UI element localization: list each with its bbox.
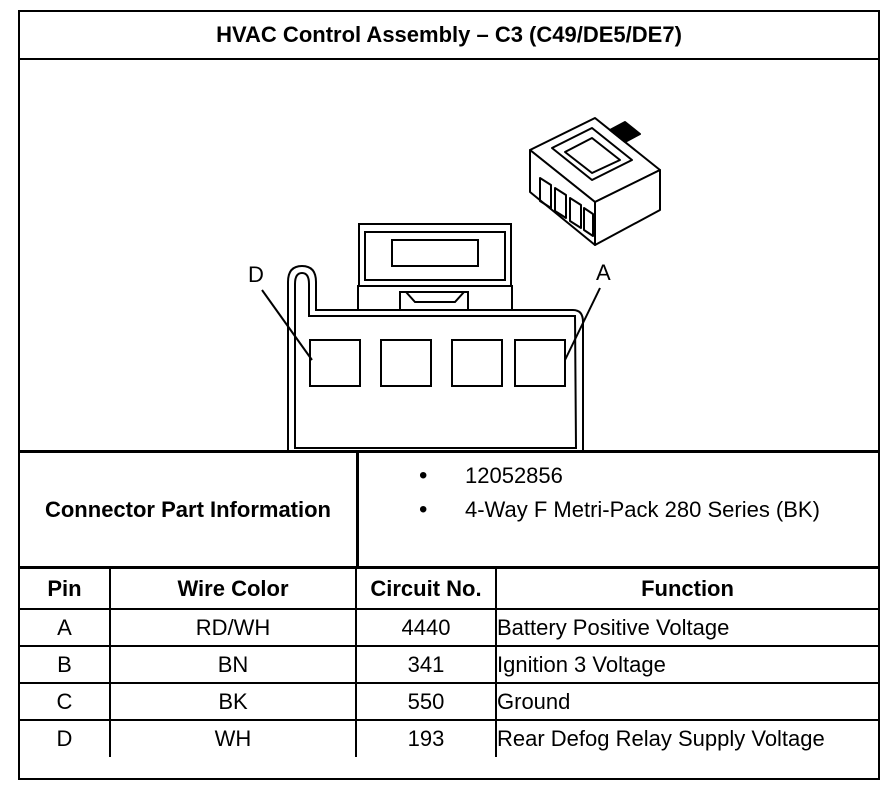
connector-info-list: • 12052856 • 4-Way F Metri-Pack 280 Seri… xyxy=(359,453,878,566)
circuit-cell: 550 xyxy=(355,682,497,721)
table-row: C BK 550 Ground xyxy=(20,682,878,721)
bullet-icon: • xyxy=(419,496,428,523)
function-cell: Ground xyxy=(495,682,878,721)
wire-color-cell: RD/WH xyxy=(109,608,357,647)
pin-table: Pin Wire Color Circuit No. Function A RD… xyxy=(20,569,878,757)
header-circuit: Circuit No. xyxy=(355,569,497,610)
connector-face xyxy=(261,223,601,450)
pin-cell: B xyxy=(20,645,111,684)
page-title: HVAC Control Assembly – C3 (C49/DE5/DE7) xyxy=(20,12,878,60)
table-row: B BN 341 Ignition 3 Voltage xyxy=(20,645,878,684)
part-number: 12052856 xyxy=(465,463,563,488)
table-row: D WH 193 Rear Defog Relay Supply Voltage xyxy=(20,719,878,757)
table-header-row: Pin Wire Color Circuit No. Function xyxy=(20,569,878,610)
header-wire-color: Wire Color xyxy=(109,569,357,610)
pin-cell: D xyxy=(20,719,111,757)
wire-color-cell: BN xyxy=(109,645,357,684)
circuit-cell: 193 xyxy=(355,719,497,757)
circuit-cell: 341 xyxy=(355,645,497,684)
connector-diagram: D A xyxy=(20,60,878,453)
function-cell: Ignition 3 Voltage xyxy=(495,645,878,684)
connector-type: 4-Way F Metri-Pack 280 Series (BK) xyxy=(465,497,820,522)
part-number-item: • 12052856 xyxy=(359,459,878,493)
table-row: A RD/WH 4440 Battery Positive Voltage xyxy=(20,608,878,647)
header-pin: Pin xyxy=(20,569,111,610)
connector-sheet: HVAC Control Assembly – C3 (C49/DE5/DE7) xyxy=(18,10,880,780)
header-function: Function xyxy=(495,569,878,610)
pin-d-label: D xyxy=(248,262,264,287)
function-cell: Battery Positive Voltage xyxy=(495,608,878,647)
connector-type-item: • 4-Way F Metri-Pack 280 Series (BK) xyxy=(359,493,878,527)
connector-3d-sketch xyxy=(529,117,661,246)
wire-color-cell: WH xyxy=(109,719,357,757)
pin-cell: C xyxy=(20,682,111,721)
pin-cell: A xyxy=(20,608,111,647)
pin-a-label: A xyxy=(596,260,611,285)
connector-info-row: Connector Part Information • 12052856 • … xyxy=(20,453,878,569)
function-cell: Rear Defog Relay Supply Voltage xyxy=(495,719,878,757)
connector-illustration: D A xyxy=(248,117,661,450)
wire-color-cell: BK xyxy=(109,682,357,721)
bullet-icon: • xyxy=(419,462,428,489)
connector-info-label: Connector Part Information xyxy=(20,453,359,566)
circuit-cell: 4440 xyxy=(355,608,497,647)
